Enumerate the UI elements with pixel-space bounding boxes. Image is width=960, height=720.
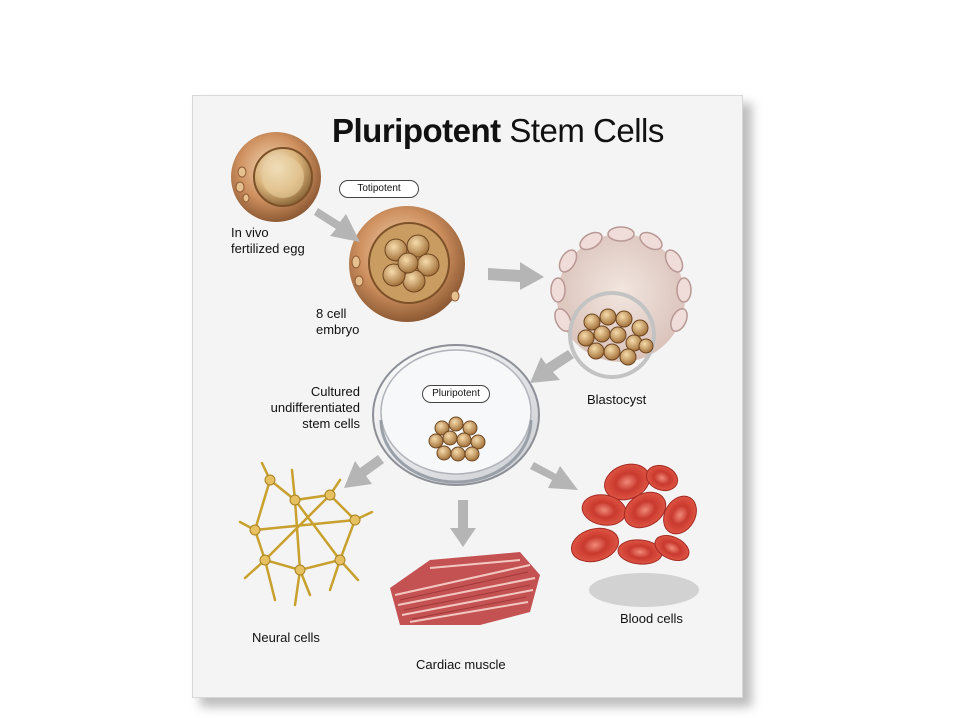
blood-cells-label: Blood cells [620,611,683,626]
title-bold: Pluripotent [332,112,501,149]
cultured-label: Cultured undifferentiated stem cells [246,384,360,432]
title-rest: Stem Cells [509,112,664,149]
arrow-icon [314,208,578,547]
blastocyst-label: Blastocyst [587,392,647,407]
cardiac-muscle-icon [390,552,540,625]
totipotent-badge: Totipotent [339,180,419,198]
neural-cells-label: Neural cells [252,630,320,645]
blood-cells-icon [570,463,699,607]
cardiac-muscle-label: Cardiac muscle [416,657,506,672]
blastocyst-icon [550,226,692,379]
neural-cells-icon [238,461,374,607]
embryo-label-line-1: 8 cell [316,306,347,321]
petri-dish-icon [372,344,540,486]
egg-label: In vivo fertilized egg [231,225,305,257]
egg-label-line-2: fertilized egg [231,241,305,256]
eight-cell-embryo-icon [349,206,465,322]
cultured-label-line-2: undifferentiated [270,400,360,415]
cultured-label-line-1: Cultured [310,384,360,399]
embryo-label: 8 cell embryo [316,306,359,338]
diagram-title: Pluripotent Stem Cells [332,112,664,150]
embryo-label-line-2: embryo [316,322,360,337]
egg-cell-icon [231,132,321,222]
pluripotent-badge: Pluripotent [422,385,490,403]
egg-label-line-1: In vivo [231,225,269,240]
cultured-label-line-3: stem cells [302,416,360,431]
